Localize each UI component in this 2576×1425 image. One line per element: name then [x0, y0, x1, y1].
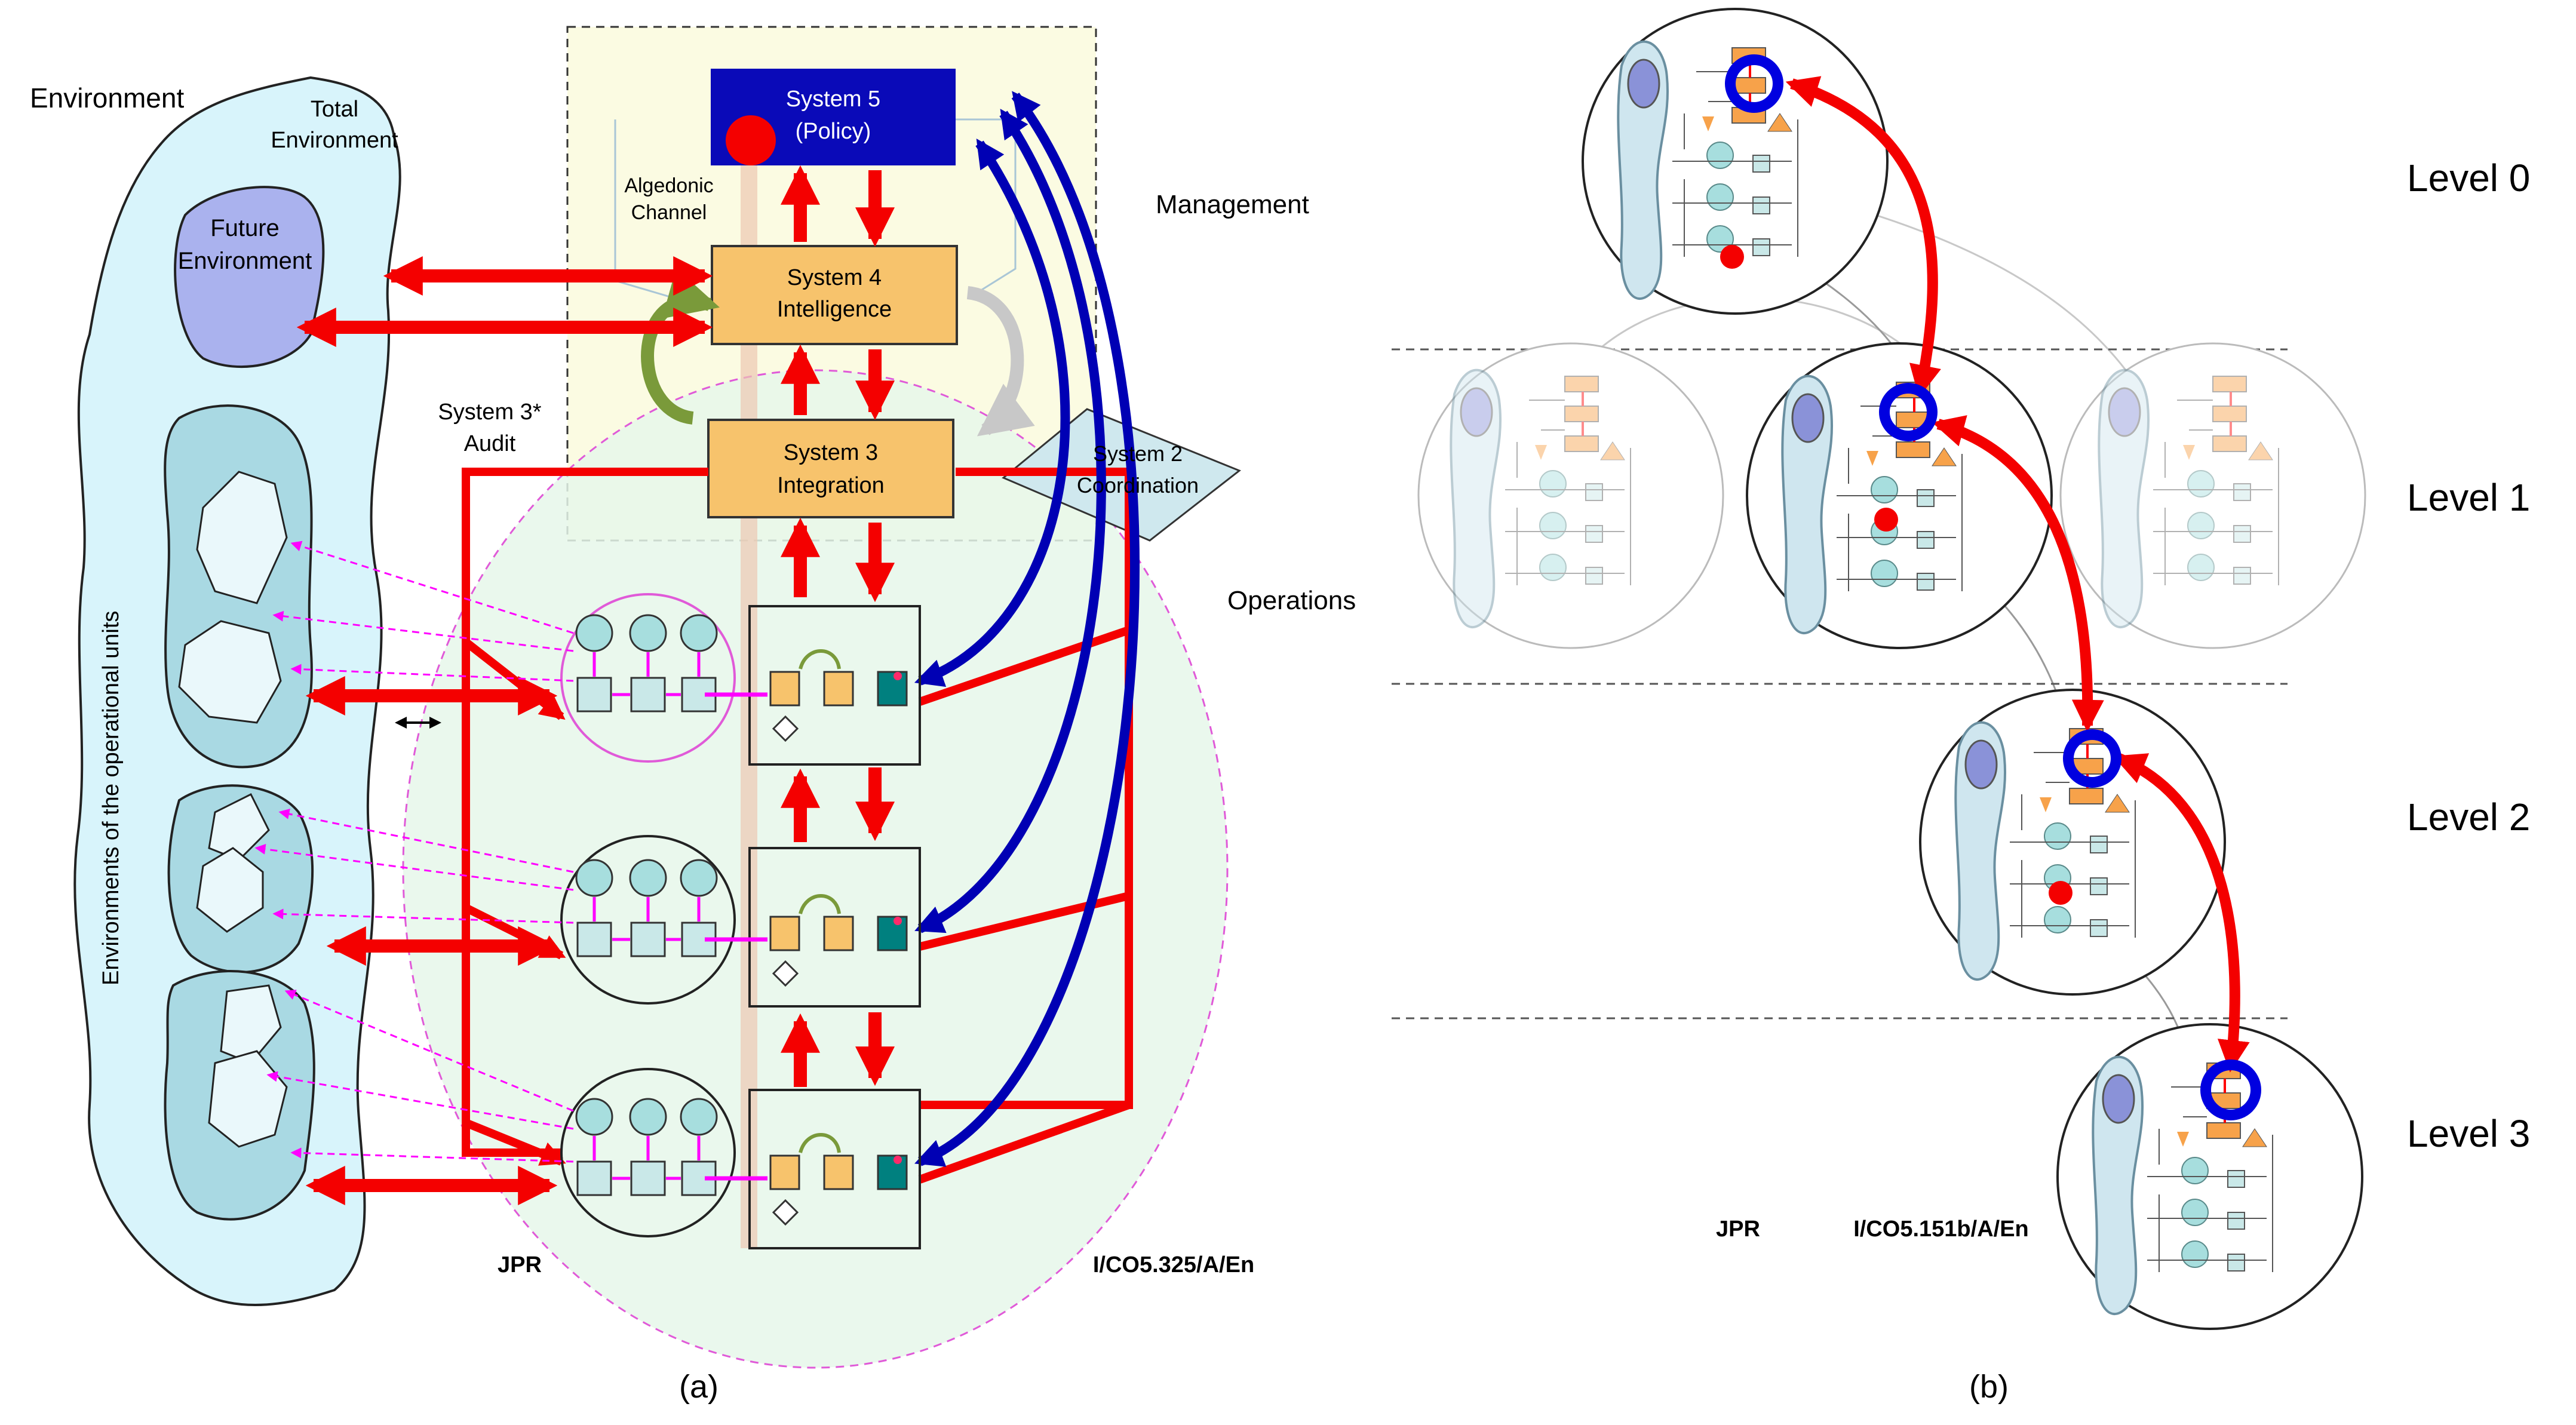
code-b: I/CO5.151b/A/En: [1853, 1217, 2029, 1242]
recursion-arrows: [1785, 76, 2250, 1073]
system5-label-2: (Policy): [796, 119, 871, 144]
caption-a: (a): [679, 1369, 719, 1405]
panel-a: Environment Total Environment Future Env…: [30, 26, 1356, 1405]
level-0-label: Level 0: [2407, 156, 2530, 199]
caption-b: (b): [1969, 1369, 2009, 1405]
system3-box: [707, 419, 954, 518]
management-label: Management: [1156, 190, 1309, 219]
management-arrows: [914, 91, 1140, 1167]
system3-label-1: System 3: [784, 440, 878, 465]
future-environment-label-1: Future: [210, 215, 280, 241]
system5-highlights: [1725, 54, 2261, 1120]
system3-audit-label-2: Audit: [464, 431, 516, 456]
algedonic-signal: [726, 115, 776, 165]
system5-label-1: System 5: [786, 87, 880, 112]
vertical-arrows: [781, 165, 895, 1087]
author-a: JPR: [498, 1252, 542, 1277]
operational-unit-2: [560, 835, 921, 1008]
env-links: [254, 540, 574, 1163]
system4-label-1: System 4: [787, 265, 882, 290]
operations-label: Operations: [1227, 586, 1356, 615]
algedonic-label-1: Algedonic: [624, 174, 713, 197]
algedonic-label-2: Channel: [631, 201, 707, 224]
environment-arrows: [296, 256, 713, 1205]
future-environment-label-2: Environment: [178, 248, 312, 274]
code-a: I/CO5.325/A/En: [1093, 1252, 1254, 1277]
level-3-label: Level 3: [2407, 1112, 2530, 1155]
operational-environments-label: Environments of the operational units: [99, 611, 124, 985]
author-b: JPR: [1716, 1217, 1760, 1242]
system3-audit-label-1: System 3*: [438, 400, 541, 425]
system2-label-2: Coordination: [1077, 473, 1199, 497]
system3-label-2: Integration: [777, 473, 885, 498]
operational-unit-1: [560, 593, 921, 766]
total-environment-label-2: Environment: [271, 128, 398, 153]
total-environment-label-1: Total: [311, 97, 358, 122]
future-environment-blob: [174, 186, 325, 368]
system4-label-2: Intelligence: [777, 297, 892, 322]
operational-unit-3: [560, 1068, 921, 1249]
level-1-label: Level 1: [2407, 476, 2530, 519]
environment-label: Environment: [30, 82, 184, 113]
system2-label-1: System 2: [1093, 441, 1183, 466]
panel-b: Level 0 Level 1 Level 2 Level 3 JPR I/CO…: [1392, 8, 2530, 1405]
system4-box: [711, 245, 958, 345]
level-2-label: Level 2: [2407, 796, 2530, 839]
